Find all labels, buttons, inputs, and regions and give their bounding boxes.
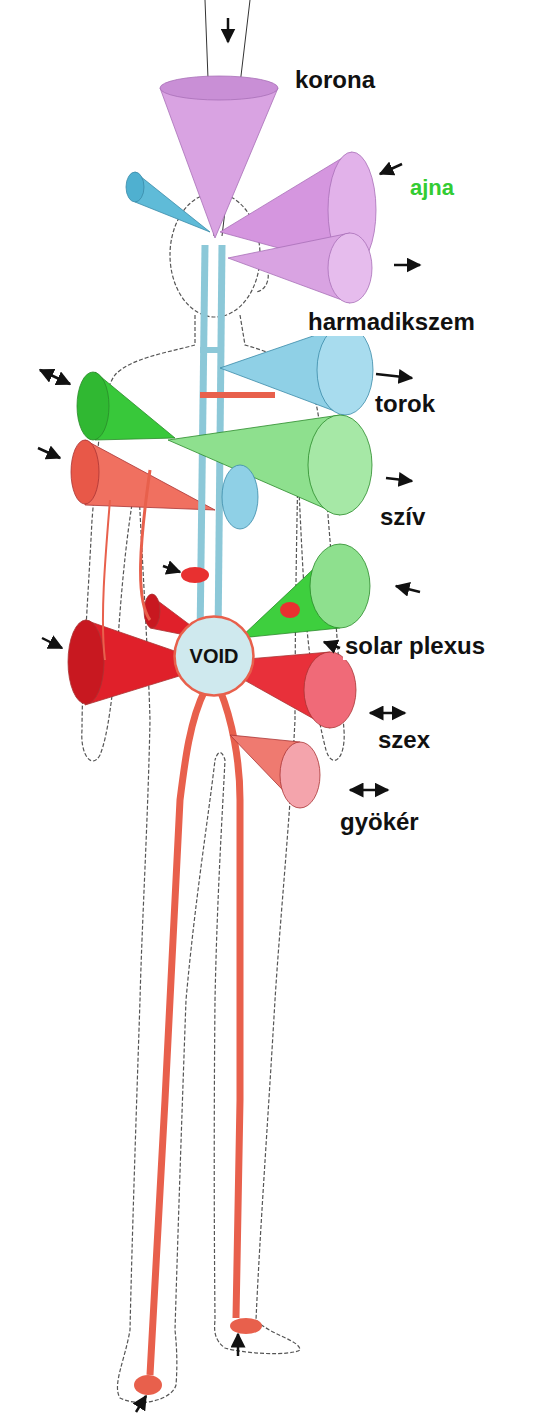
- chakra-label: gyökér: [338, 808, 421, 836]
- body-outline: [82, 193, 344, 1402]
- chakra-label: szív: [378, 503, 427, 531]
- chakra-label: szex: [376, 726, 432, 754]
- node-text: VOID: [190, 645, 239, 668]
- void-circle: VOID: [172, 614, 256, 698]
- energy-channels: [103, 245, 275, 1375]
- foot-point: [134, 1375, 162, 1395]
- chakra-label: solar plexus: [343, 632, 487, 660]
- foot-point: [230, 1318, 262, 1334]
- chakra-label: ajna: [408, 175, 456, 200]
- chakra-label: harmadikszem: [306, 308, 477, 336]
- chakra-label: korona: [293, 66, 377, 94]
- front-cones: [160, 76, 376, 808]
- flow-arrows: [38, 18, 420, 1412]
- chakra-label: torok: [373, 390, 437, 418]
